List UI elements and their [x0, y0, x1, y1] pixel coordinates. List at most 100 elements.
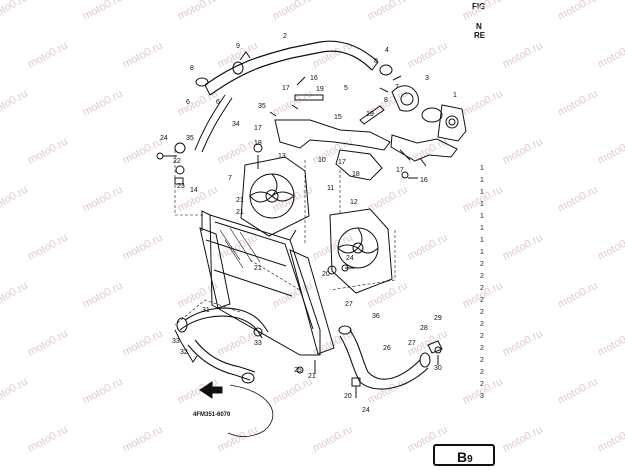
watermark-text: moto0.ru [556, 0, 600, 23]
callout-17a: 17 [282, 85, 290, 92]
watermark-text: moto0.ru [26, 40, 70, 71]
callout-30: 30 [434, 365, 442, 372]
watermark-text: moto0.ru [81, 280, 125, 311]
callout-34: 34 [232, 121, 240, 128]
callout-17c: 17 [338, 159, 346, 166]
callout-33a: 33 [254, 340, 262, 347]
watermark-text: moto0.ru [121, 424, 165, 455]
callout-6b: 6 [216, 99, 220, 106]
callout-16b: 16 [420, 177, 428, 184]
callout-32: 32 [180, 349, 188, 356]
callout-17d: 17 [396, 167, 404, 174]
watermark-text: moto0.ru [271, 88, 315, 119]
watermark-text: moto0.ru [596, 136, 625, 167]
watermark-text: moto0.ru [271, 0, 315, 23]
right-marker: 2 [480, 285, 484, 292]
right-marker: 1 [480, 201, 484, 208]
callout-18a: 18 [352, 171, 360, 178]
callout-21d: 21 [308, 373, 316, 380]
callout-29: 29 [434, 315, 442, 322]
watermark-layer: moto0.ru moto0.ru moto0.ru moto0.ru moto0.ru… [0, 0, 625, 455]
callout-33b: 33 [172, 338, 180, 345]
callout-14: 14 [190, 187, 198, 194]
watermark-text: moto0.ru [406, 136, 450, 167]
watermark-text: moto0.ru [406, 232, 450, 263]
watermark-text: moto0.ru [461, 88, 505, 119]
callout-8b: 8 [374, 58, 378, 65]
callout-27b: 27 [408, 340, 416, 347]
right-marker: 2 [480, 345, 484, 352]
right-marker: 2 [480, 309, 484, 316]
callout-22: 22 [173, 158, 181, 165]
callout-5: 5 [344, 85, 348, 92]
callout-19b: 19 [366, 111, 374, 118]
watermark-text: moto0.ru [501, 136, 545, 167]
right-marker: 2 [480, 273, 484, 280]
right-marker: 1 [480, 189, 484, 196]
watermark-text: moto0.ru [556, 376, 600, 407]
right-marker: 2 [480, 261, 484, 268]
watermark-text: moto0.ru [461, 0, 505, 23]
callout-12: 12 [350, 199, 358, 206]
watermark-text: moto0.ru [0, 0, 30, 23]
callout-21b: 21 [236, 209, 244, 216]
callout-labels: 2 9 8 6 6 34 35 35 24 22 23 14 16 19 17 … [160, 33, 457, 414]
watermark-text: moto0.ru [366, 376, 410, 407]
header-n: N [476, 22, 482, 31]
watermark-text: moto0.ru [366, 280, 410, 311]
callout-8c: 8 [384, 97, 388, 104]
callout-2: 2 [283, 33, 287, 40]
callout-18b: 18 [254, 140, 262, 147]
right-marker: 1 [480, 177, 484, 184]
callout-4: 4 [385, 47, 389, 54]
diagram-code: 4FM351-6070 [193, 412, 231, 418]
callout-8a: 8 [190, 65, 194, 72]
callout-21a: 21 [236, 197, 244, 204]
callout-23: 23 [177, 183, 185, 190]
watermark-text: moto0.ru [366, 184, 410, 215]
callout-24a: 24 [160, 135, 168, 142]
watermark-text: moto0.ru [501, 232, 545, 263]
watermark-text: moto0.ru [501, 328, 545, 359]
callout-20a: 20 [322, 271, 330, 278]
watermark-text: moto0.ru [216, 232, 260, 263]
page-badge-number: 9 [467, 454, 473, 465]
callout-36: 36 [372, 313, 380, 320]
callout-7b: 7 [228, 175, 232, 182]
watermark-text: moto0.ru [26, 424, 70, 455]
watermark-text: moto0.ru [556, 280, 600, 311]
watermark-text: moto0.ru [121, 328, 165, 359]
right-marker: 2 [480, 357, 484, 364]
right-marker: 3 [480, 393, 484, 400]
right-marker: 2 [480, 321, 484, 328]
watermark-text: moto0.ru [121, 232, 165, 263]
watermark-text: moto0.ru [0, 376, 30, 407]
watermark-text: moto0.ru [271, 376, 315, 407]
right-marker: 1 [480, 237, 484, 244]
watermark-text: moto0.ru [556, 88, 600, 119]
watermark-text: moto0.ru [26, 328, 70, 359]
callout-31: 31 [202, 307, 210, 314]
watermark-text: moto0.ru [121, 40, 165, 71]
watermark-text: moto0.ru [0, 184, 30, 215]
watermark-text: moto0.ru [0, 88, 30, 119]
callout-7a: 7 [395, 84, 399, 91]
page-badge: B9 [433, 444, 495, 466]
callout-35b: 35 [186, 135, 194, 142]
callout-6a: 6 [186, 99, 190, 106]
header-fig: FIG [472, 2, 486, 11]
page-badge-letter: B [457, 449, 468, 465]
watermark-text: moto0.ru [0, 280, 30, 311]
watermark-text: moto0.ru [81, 0, 125, 23]
right-marker: 2 [480, 333, 484, 340]
right-marker: 2 [480, 381, 484, 388]
callout-19a: 19 [316, 86, 324, 93]
callout-3: 3 [425, 75, 429, 82]
callout-25: 25 [294, 367, 302, 374]
watermark-text: moto0.ru [406, 40, 450, 71]
watermark-text: moto0.ru [311, 424, 355, 455]
callout-1: 1 [453, 92, 457, 99]
callout-24b: 24 [346, 255, 354, 262]
right-marker: 2 [480, 297, 484, 304]
